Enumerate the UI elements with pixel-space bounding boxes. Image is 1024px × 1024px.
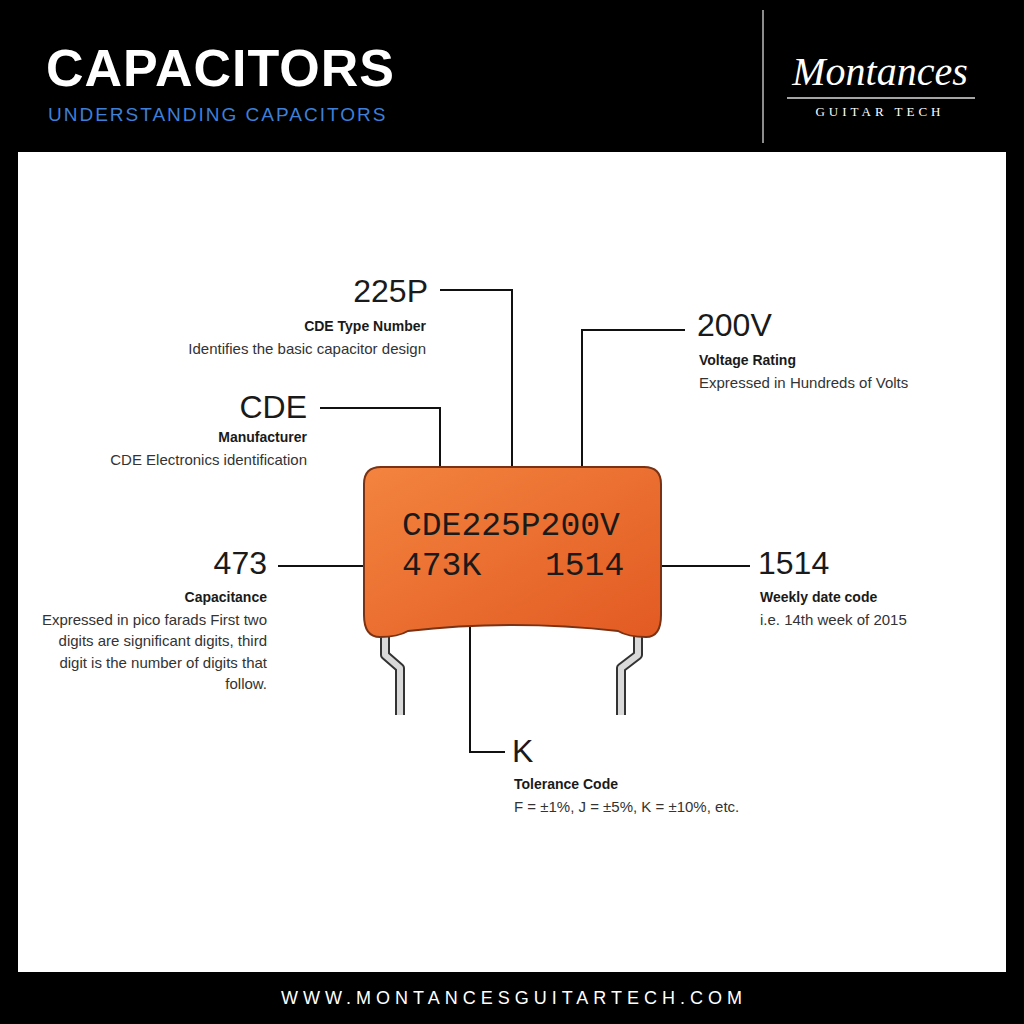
callout-number: 225P [268, 274, 428, 309]
divider-line [762, 10, 764, 143]
callout-description: Expressed in Hundreds of Volts [699, 372, 989, 393]
callout-description: Expressed in pico farads First two digit… [30, 609, 267, 695]
callout-description: i.e. 14th week of 2015 [760, 609, 990, 630]
capacitor-marking: CDE225P200V [402, 510, 620, 543]
logo-subtitle: GUITAR TECH [770, 104, 990, 120]
callout-number: 1514 [758, 546, 898, 581]
capacitor-body: CDE225P200V 473K 1514 [362, 465, 664, 640]
callout-number: CDE [207, 390, 307, 425]
callout-description: CDE Electronics identification [27, 449, 307, 470]
callout-description: F = ±1%, J = ±5%, K = ±10%, etc. [514, 796, 814, 817]
callout-heading: CDE Type Number [176, 318, 426, 335]
callout-number: 200V [697, 308, 837, 343]
logo-rule [787, 97, 975, 99]
callout-description: Identifies the basic capacitor design [96, 338, 426, 359]
callout-heading: Weekly date code [760, 589, 990, 606]
website-url: WWW.MONTANCESGUITARTECH.COM [2, 988, 1024, 1009]
page-title: CAPACITORS [46, 40, 395, 97]
callout-heading: Capacitance [67, 589, 267, 606]
leader-lines [278, 290, 750, 752]
logo-script: Montances [770, 50, 990, 94]
capacitor-marking: 473K [402, 550, 481, 583]
subtitle: UNDERSTANDING CAPACITORS [48, 104, 468, 126]
callout-heading: Tolerance Code [514, 776, 744, 793]
callout-number: K [512, 734, 572, 769]
callout-number: 473 [167, 546, 267, 581]
capacitor-marking: 1514 [545, 550, 624, 583]
callout-heading: Manufacturer [107, 429, 307, 446]
callout-heading: Voltage Rating [699, 352, 949, 369]
capacitor-leads [385, 630, 638, 715]
